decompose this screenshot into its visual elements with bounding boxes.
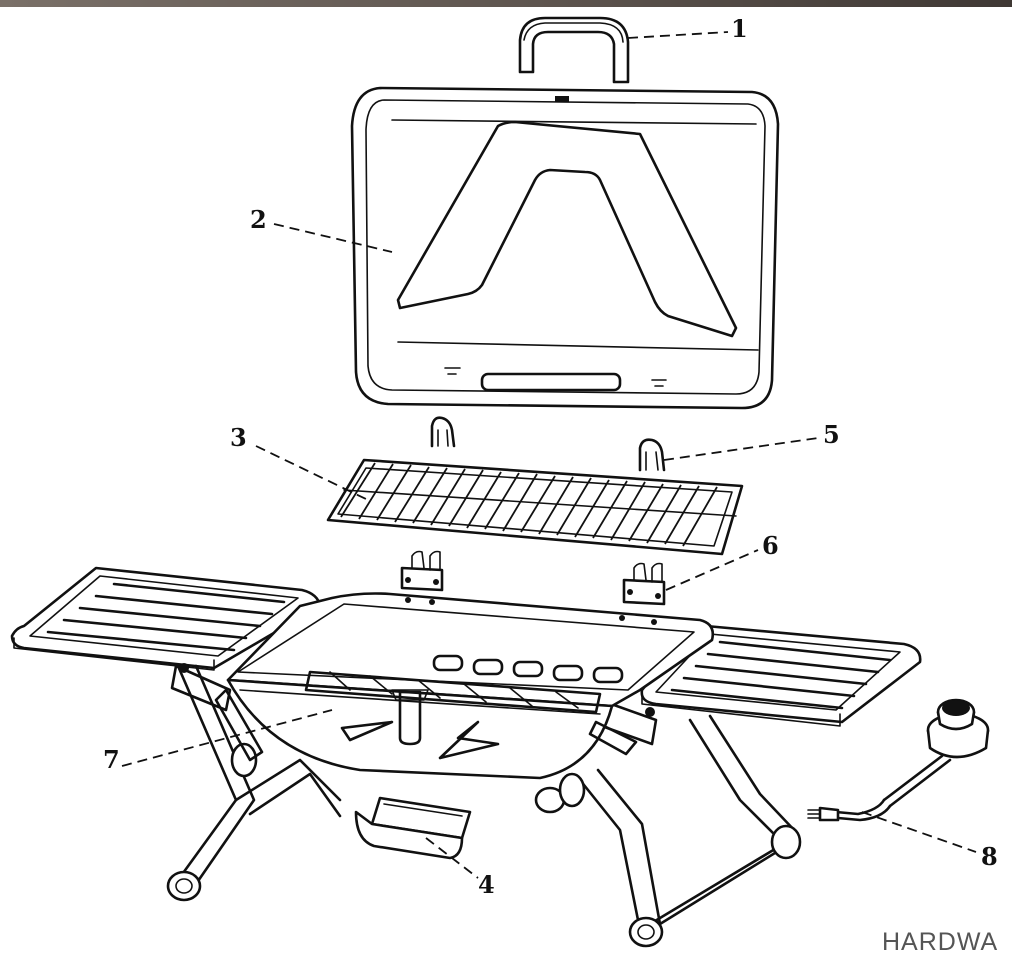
part-8-regulator bbox=[807, 698, 990, 822]
part-1-handle bbox=[518, 16, 630, 84]
callout-2: 2 bbox=[250, 205, 267, 234]
callout-1: 1 bbox=[731, 14, 748, 43]
part-4-grease-tray bbox=[354, 796, 472, 860]
folding-legs bbox=[166, 663, 802, 948]
part-2-lid bbox=[350, 86, 780, 410]
callout-3: 3 bbox=[230, 423, 247, 452]
callout-8: 8 bbox=[981, 842, 998, 871]
callout-5: 5 bbox=[823, 420, 840, 449]
part-7-firebox bbox=[214, 592, 715, 780]
part-6-brackets bbox=[400, 550, 666, 606]
part-3-grate bbox=[326, 458, 744, 556]
part-5-clips bbox=[430, 416, 666, 472]
callout-4: 4 bbox=[478, 870, 495, 899]
callout-6: 6 bbox=[762, 531, 779, 560]
callout-7: 7 bbox=[103, 745, 120, 774]
left-side-table bbox=[10, 566, 322, 671]
watermark-text: HARDWA bbox=[882, 928, 999, 956]
top-bar bbox=[0, 0, 1012, 7]
leader-lines bbox=[121, 31, 977, 879]
